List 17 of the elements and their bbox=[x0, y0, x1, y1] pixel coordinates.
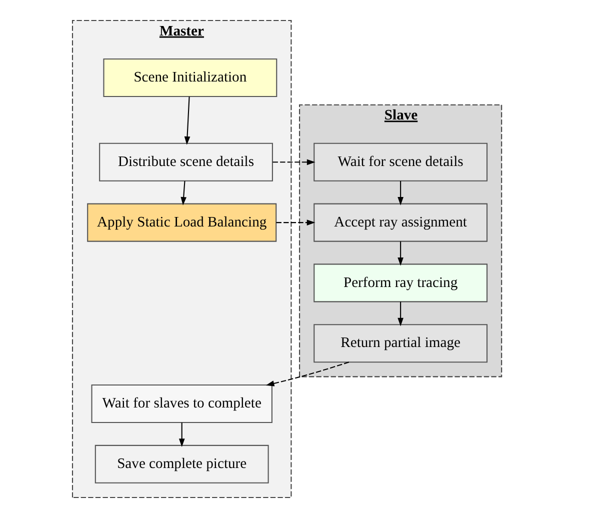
node-box: Return partial image bbox=[314, 324, 488, 363]
arrow bbox=[276, 220, 316, 226]
arrow bbox=[398, 302, 404, 326]
arrow bbox=[272, 159, 316, 166]
node-box: Scene Initialization bbox=[103, 58, 278, 98]
arrow bbox=[178, 422, 185, 447]
arrow bbox=[184, 96, 190, 145]
arrow bbox=[398, 181, 404, 206]
node-box: Distribute scene details bbox=[99, 142, 273, 182]
node-box: Perform ray tracing bbox=[314, 264, 488, 302]
arrow bbox=[180, 180, 187, 206]
node-box: Save complete picture bbox=[94, 444, 269, 484]
arrow bbox=[398, 241, 404, 266]
node-box: Accept ray assignment bbox=[314, 203, 488, 242]
node-box: Wait for slaves to complete bbox=[91, 384, 272, 424]
node-box: Apply Static Load Balancing bbox=[87, 203, 277, 242]
node-box: Wait for scene details bbox=[314, 142, 488, 182]
